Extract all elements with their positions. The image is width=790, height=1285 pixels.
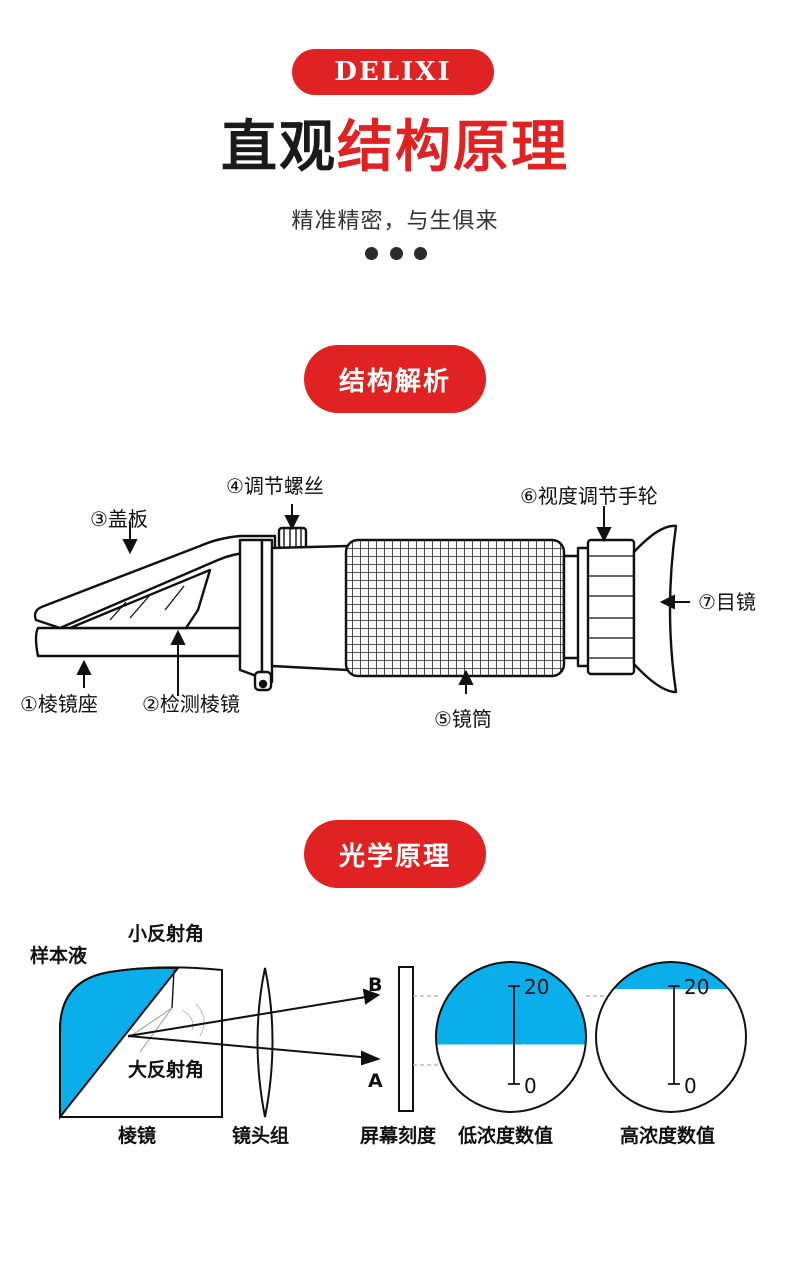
- label-cover-plate: ③盖板: [90, 507, 148, 531]
- refractometer-body: [33, 524, 678, 694]
- high-scale-bottom: 0: [684, 1074, 697, 1098]
- brand-logo: DELIXI: [292, 49, 494, 95]
- low-concentration-view: [435, 961, 587, 1113]
- label-lens-group: 镜头组: [232, 1124, 289, 1147]
- decorative-dots: [365, 247, 427, 261]
- high-concentration-view: [595, 961, 747, 1113]
- page-title-dark: 直观: [221, 115, 337, 180]
- lens-group-shape: [256, 967, 274, 1118]
- low-scale-bottom: 0: [524, 1074, 537, 1098]
- label-large-angle: 大反射角: [128, 1058, 204, 1081]
- label-prism-base: ①棱镜座: [20, 692, 98, 716]
- label-detection-prism: ②检测棱镜: [142, 692, 240, 716]
- section-title-structure: 结构解析: [304, 345, 486, 413]
- label-sample-liquid: 样本液: [30, 944, 88, 967]
- label-body-tube: ⑤镜筒: [434, 707, 492, 731]
- label-prism: 棱镜: [118, 1124, 156, 1147]
- page-title: 直观结构原理: [0, 108, 790, 188]
- label-diopter-ring: ⑥视度调节手轮: [520, 484, 658, 508]
- screen-plate: [398, 966, 414, 1112]
- brand-name: DELIXI: [334, 57, 452, 87]
- high-scale-top: 20: [684, 975, 709, 999]
- tagline: 精准精密，与生俱来: [291, 209, 499, 234]
- label-point-a: A: [368, 1070, 383, 1092]
- low-scale-top: 20: [524, 975, 549, 999]
- label-eyepiece: ⑦目镜: [698, 590, 756, 614]
- page-title-red: 结构原理: [337, 115, 569, 180]
- optics-diagram: 20 0 20 0 样本液 小反射角 大反射角 B A 棱镜 镜头组 屏幕刻度 …: [30, 922, 747, 1147]
- label-adjust-screw: ④调节螺丝: [226, 474, 324, 498]
- label-point-b: B: [368, 974, 382, 996]
- label-small-angle: 小反射角: [128, 922, 204, 945]
- sample-liquid: [59, 966, 181, 1120]
- refractometer-diagram: ③盖板 ④调节螺丝 ⑥视度调节手轮 ⑦目镜 ①棱镜座 ②检测棱镜 ⑤镜筒: [20, 474, 756, 731]
- callout-arrows: [76, 504, 690, 696]
- label-screen-scale: 屏幕刻度: [360, 1124, 437, 1147]
- label-low-value: 低浓度数值: [457, 1124, 553, 1147]
- label-high-value: 高浓度数值: [620, 1124, 715, 1147]
- section-title-optics: 光学原理: [304, 820, 486, 888]
